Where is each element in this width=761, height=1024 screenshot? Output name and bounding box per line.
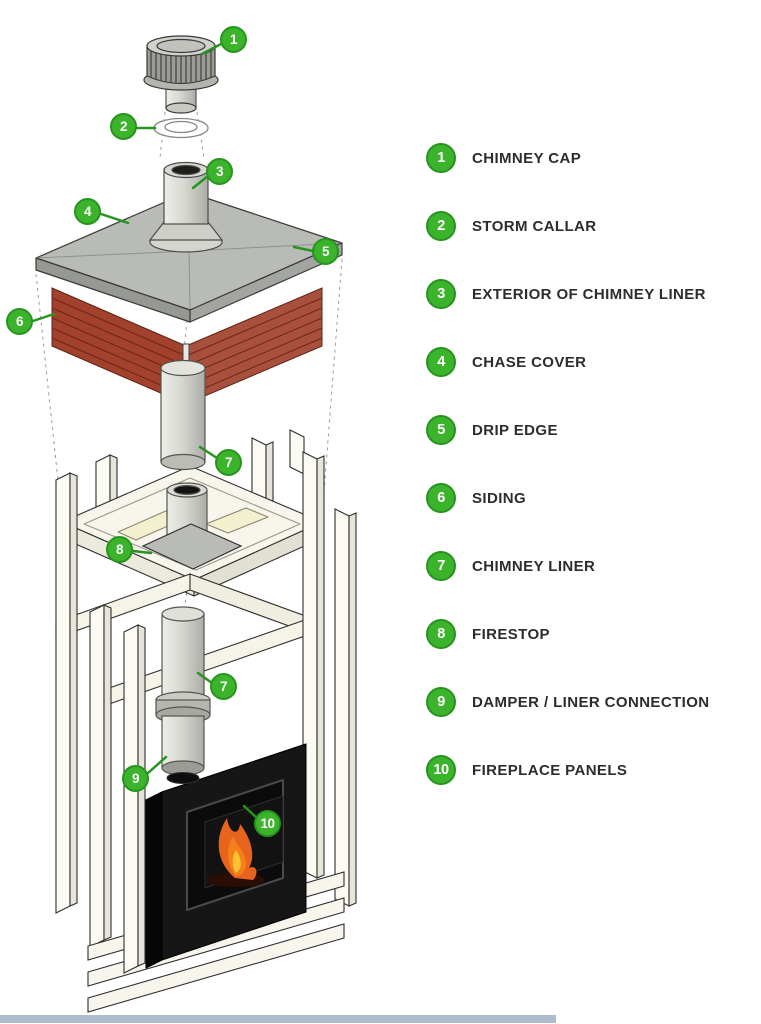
legend-number-badge: 2 xyxy=(426,211,456,241)
legend-number-badge: 7 xyxy=(426,551,456,581)
callout-3-liner-exterior: 3 xyxy=(206,158,233,185)
legend-item: 8 FIRESTOP xyxy=(426,619,710,649)
legend-item-label: SIDING xyxy=(472,489,527,507)
callout-leader-lines xyxy=(31,42,315,820)
legend-item: 9 DAMPER / LINER CONNECTION xyxy=(426,687,710,717)
legend-number-badge: 9 xyxy=(426,687,456,717)
callout-7-chimney-liner-lower: 7 xyxy=(210,673,237,700)
legend-item: 3 EXTERIOR OF CHIMNEY LINER xyxy=(426,279,710,309)
legend-number-badge: 5 xyxy=(426,415,456,445)
legend-item: 7 CHIMNEY LINER xyxy=(426,551,710,581)
legend-item-label: CHIMNEY CAP xyxy=(472,149,582,167)
wall-framing-lower xyxy=(55,451,357,948)
chimney-assembly-illustration xyxy=(31,35,357,1013)
legend-item: 4 CHASE COVER xyxy=(426,347,710,377)
legend-item: 1 CHIMNEY CAP xyxy=(426,143,710,173)
legend-item: 2 STORM CALLAR xyxy=(426,211,710,241)
legend: 1 CHIMNEY CAP 2 STORM CALLAR 3 EXTERIOR … xyxy=(426,143,710,785)
legend-number-badge: 6 xyxy=(426,483,456,513)
storm-collar xyxy=(153,117,209,139)
legend-item-label: STORM CALLAR xyxy=(472,217,597,235)
legend-item: 6 SIDING xyxy=(426,483,710,513)
chimney-liner-upper xyxy=(160,359,206,471)
fire-flame xyxy=(205,818,265,887)
legend-item-label: FIRESTOP xyxy=(472,625,550,643)
legend-item-label: EXTERIOR OF CHIMNEY LINER xyxy=(472,285,706,303)
scan-edge-artifact xyxy=(0,1015,556,1023)
callout-9-damper-connection: 9 xyxy=(122,765,149,792)
flue-adapter xyxy=(166,772,200,784)
chimney-liner-lower xyxy=(155,606,211,776)
fireplace xyxy=(145,743,307,969)
legend-item: 5 DRIP EDGE xyxy=(426,415,710,445)
callout-5-drip-edge: 5 xyxy=(312,238,339,265)
callout-8-firestop: 8 xyxy=(106,536,133,563)
callout-1-chimney-cap: 1 xyxy=(220,26,247,53)
legend-item-label: CHIMNEY LINER xyxy=(472,557,596,575)
legend-item-label: DRIP EDGE xyxy=(472,421,558,439)
legend-item-label: DAMPER / LINER CONNECTION xyxy=(472,693,710,711)
chimney-liner-exterior xyxy=(148,161,224,253)
chimney-cap xyxy=(143,35,219,114)
legend-item-label: CHASE COVER xyxy=(472,353,587,371)
callout-10-fireplace-panels: 10 xyxy=(254,810,281,837)
callout-7-chimney-liner-upper: 7 xyxy=(215,449,242,476)
callout-4-chase-cover: 4 xyxy=(74,198,101,225)
legend-number-badge: 10 xyxy=(426,755,456,785)
legend-number-badge: 4 xyxy=(426,347,456,377)
legend-number-badge: 8 xyxy=(426,619,456,649)
legend-item-label: FIREPLACE PANELS xyxy=(472,761,628,779)
front-stud xyxy=(123,624,146,974)
callout-6-siding: 6 xyxy=(6,308,33,335)
firestop xyxy=(141,523,243,570)
legend-number-badge: 1 xyxy=(426,143,456,173)
drip-edge-left xyxy=(35,257,191,323)
legend-number-badge: 3 xyxy=(426,279,456,309)
callout-2-storm-collar: 2 xyxy=(110,113,137,140)
legend-item: 10 FIREPLACE PANELS xyxy=(426,755,710,785)
